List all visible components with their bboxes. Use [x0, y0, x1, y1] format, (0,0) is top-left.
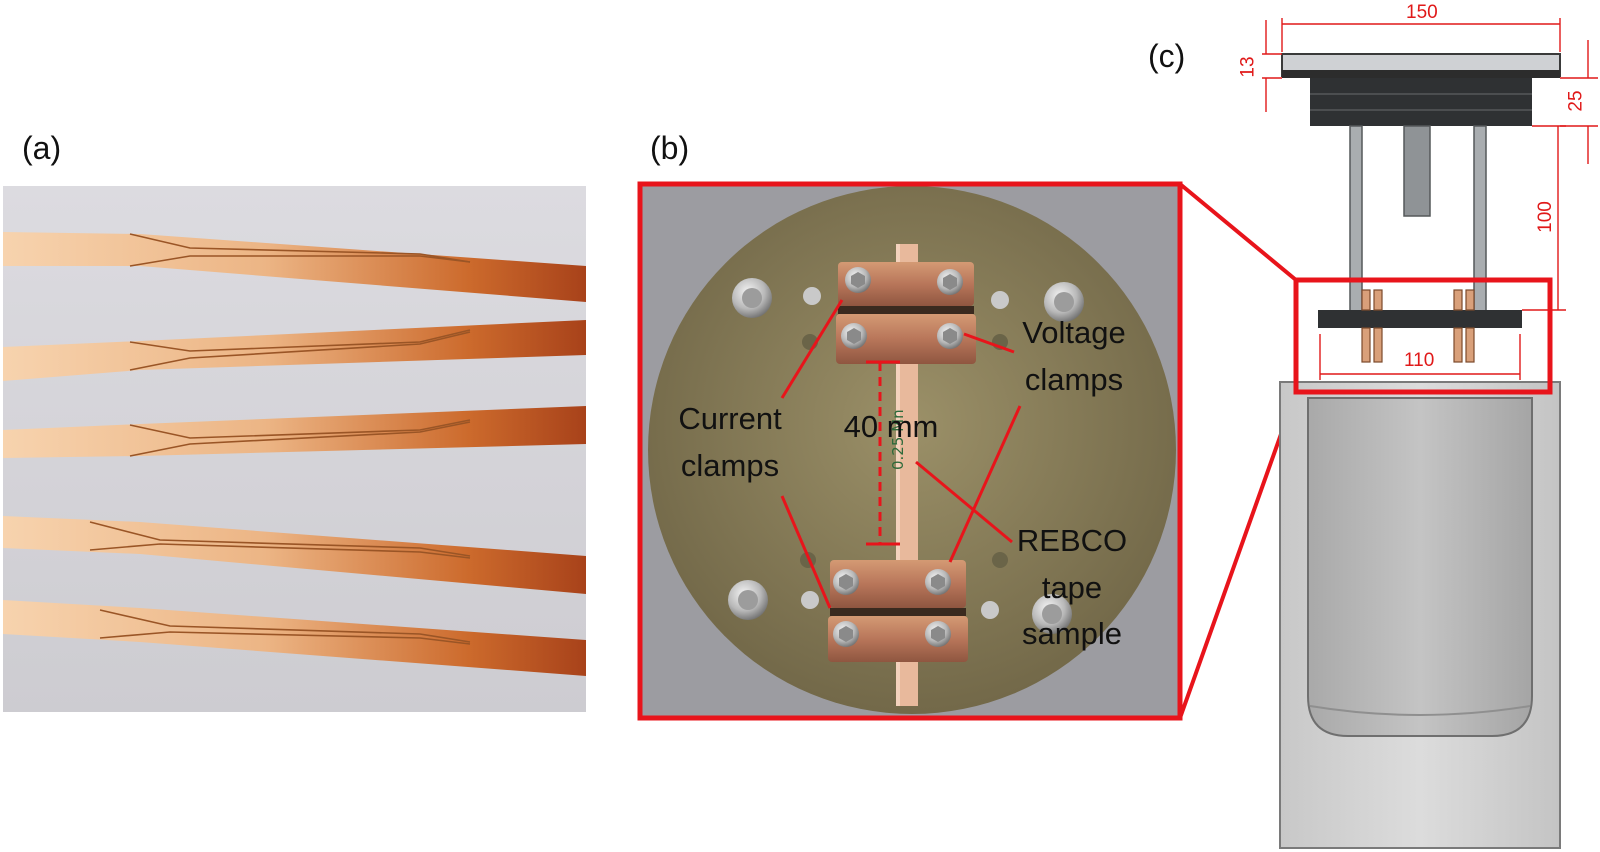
rebco-sample-label-line2: tape — [1041, 569, 1103, 605]
top-voltage-clamp — [836, 314, 976, 364]
sample-holder-plate — [1318, 310, 1522, 328]
cryostat-inner — [1307, 397, 1533, 737]
support-rod-left — [1349, 125, 1363, 313]
detail-highlight-frame — [637, 181, 1183, 721]
panel-label-a: (a) — [22, 130, 62, 166]
top-current-clamp — [838, 262, 974, 306]
rebco-tape-2 — [3, 320, 586, 381]
bottom-clamp-assembly — [828, 560, 968, 662]
board-bolts — [728, 278, 1084, 634]
dim-top-width: 150 — [1406, 2, 1438, 23]
support-rod-right — [1473, 125, 1487, 313]
dim-plate-thickness: 13 — [1237, 56, 1259, 78]
current-clamps-label-line2: clamps — [680, 447, 780, 483]
distance-label: 40 mm — [843, 409, 939, 444]
panel-b-photo: 0.25 Mn — [637, 181, 1183, 721]
flange — [1310, 78, 1532, 126]
holder-highlight-frame — [1293, 277, 1553, 395]
panel-label-c: (c) — [1148, 38, 1186, 74]
tape-marking: 0.25 Mn — [889, 409, 907, 470]
current-clamps-label-line1: Current — [678, 401, 782, 436]
dim-holder-width: 110 — [1404, 350, 1435, 371]
rebco-sample-label-line3: sample — [1022, 616, 1122, 651]
rebco-tape-3 — [3, 406, 586, 458]
rebco-tape-4 — [3, 516, 586, 594]
rebco-tape-5 — [3, 600, 586, 676]
rebco-sample-label-line1: REBCO — [1016, 523, 1128, 558]
top-clamp-assembly — [836, 262, 976, 364]
zoom-connectors — [1178, 182, 1298, 719]
dimension-lines — [1262, 18, 1598, 380]
dim-rod-length: 100 — [1534, 201, 1556, 233]
panel-label-b: (b) — [650, 130, 690, 166]
voltage-clamps-label-line1: Voltage — [1022, 315, 1126, 350]
voltage-clamps-label-line2: clamps — [1024, 361, 1124, 397]
rebco-tape-1 — [3, 232, 586, 302]
annotation-leaders — [780, 299, 1022, 609]
copper-terminals — [1361, 289, 1475, 363]
voltage-clamps-label: Voltage clamps — [1010, 310, 1138, 403]
distance-marker — [866, 360, 900, 546]
current-clamps-label: Current clamps — [664, 396, 796, 489]
dim-flange-height: 25 — [1565, 90, 1587, 112]
panel-c-drawing — [1262, 18, 1598, 849]
panel-a-photo — [3, 186, 586, 712]
center-post — [1403, 125, 1431, 217]
rebco-sample-label: REBCO tape sample — [1016, 518, 1128, 658]
